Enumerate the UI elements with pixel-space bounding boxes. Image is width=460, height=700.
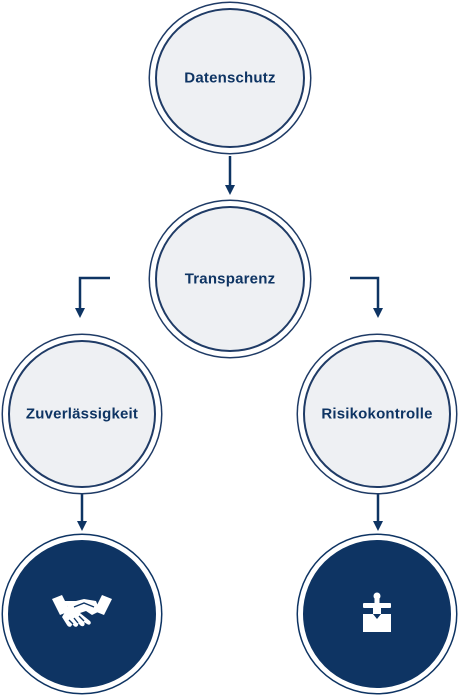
anvil-icon (363, 592, 391, 632)
node-transparenz: Transparenz (155, 206, 305, 352)
node-datenschutz: Datenschutz (155, 8, 305, 148)
node-anvil (303, 540, 451, 688)
node-label-datenschutz: Datenschutz (184, 69, 276, 87)
node-zuverlaessigkeit: Zuverlässigkeit (8, 340, 156, 488)
node-label-risikokontrolle: Risikokontrolle (321, 405, 433, 423)
node-label-zuverlaessigkeit: Zuverlässigkeit (25, 405, 139, 423)
handshake-icon (52, 595, 112, 627)
node-handshake (8, 540, 156, 688)
arrow-transparenz-risikokontrolle (350, 276, 383, 318)
node-label-transparenz: Transparenz (184, 270, 276, 288)
node-risikokontrolle: Risikokontrolle (303, 340, 451, 488)
arrow-transparenz-zuverlaessigkeit (75, 276, 110, 318)
